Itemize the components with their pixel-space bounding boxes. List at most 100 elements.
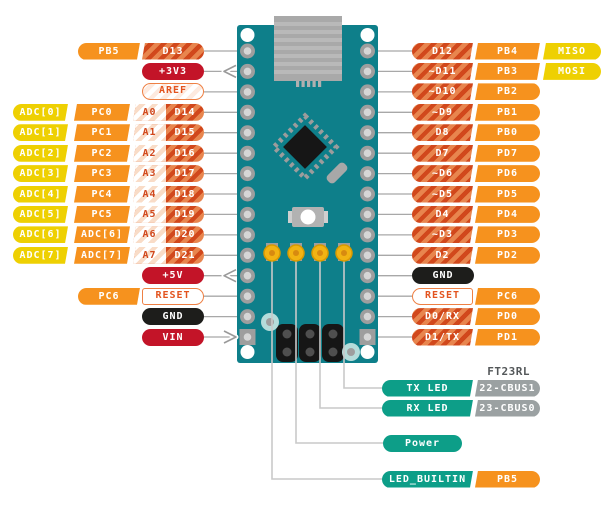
chip-pc6: PC6: [475, 287, 540, 305]
chip-pb1: PB1: [475, 103, 540, 121]
mcu-pins: [270, 112, 340, 182]
direction-arrows: [221, 63, 239, 346]
chip-pb4: PB4: [475, 43, 540, 60]
pin-right-2-hole: [363, 67, 372, 76]
via: [342, 343, 360, 361]
chip-~d10: ~D10: [412, 83, 473, 100]
mcu-chip: [270, 112, 340, 182]
mounting-holes: [240, 28, 375, 359]
chip-led-builtin: LED_BUILTIN: [382, 471, 473, 488]
chip-pc6: PC6: [78, 288, 140, 305]
chip-adc-1: ADC[1]: [13, 124, 68, 141]
chip-pb5: PB5: [78, 43, 140, 60]
pin-right-14-hole: [363, 312, 372, 321]
pin-pads: [239, 43, 376, 345]
pin-right-7-hole: [363, 169, 372, 178]
digital-pin-label: D20: [174, 229, 196, 241]
chip-aref: AREF: [142, 83, 204, 101]
chip-22-cbus1: 22-CBUS1: [475, 379, 540, 397]
pin-right-10-hole: [363, 231, 372, 239]
pin-left-13-hole: [243, 292, 252, 301]
pin-right-3-hole: [363, 88, 372, 96]
analog-pin-label: A3: [133, 165, 166, 183]
analog-pin-label: A6: [133, 226, 166, 244]
chip-pb5: PB5: [475, 470, 540, 488]
chip-adc-7: ADC[7]: [13, 247, 68, 264]
chip-vin: VIN: [142, 328, 204, 346]
chip-adc-7: ADC[7]: [74, 247, 130, 264]
analog-pin-label: A5: [133, 205, 166, 223]
usb-ridges: [274, 22, 342, 74]
smd-component: [326, 162, 348, 184]
pin-left-12-hole: [243, 271, 252, 280]
usb-pins: [296, 81, 322, 87]
chip-a3-d17: A3 D17: [133, 165, 204, 183]
leds: [263, 243, 353, 262]
chip-d2: D2: [412, 247, 473, 264]
pin-left-14-hole: [243, 312, 252, 321]
chip-23-cbus0: 23-CBUS0: [475, 399, 540, 417]
digital-pin-label: D16: [174, 147, 196, 159]
chip-+5v: +5V: [142, 267, 204, 285]
chip-d1-tx: D1/TX: [412, 329, 473, 346]
chip-adc-3: ADC[3]: [13, 165, 68, 182]
chip-gnd: GND: [412, 267, 474, 285]
pin-right-4-hole: [363, 108, 372, 117]
pin-left-15-hole: [243, 333, 252, 341]
digital-pin-label: D21: [174, 249, 196, 261]
power-trace: [295, 253, 384, 444]
pin-left-6-hole: [243, 149, 252, 157]
rx-led-trace: [319, 253, 382, 409]
pin-left-7-hole: [243, 169, 252, 178]
mcu-body: [283, 125, 327, 169]
chip-d7: D7: [412, 145, 473, 162]
chip-+3v3: +3V3: [142, 62, 204, 80]
chip-adc-5: ADC[5]: [13, 206, 68, 223]
pin-left-1-hole: [243, 47, 252, 55]
led-builtin-trace: [271, 253, 382, 480]
chip-power: Power: [383, 434, 462, 452]
power-direction-arrow-out: [223, 268, 237, 283]
pin-right-5-hole: [363, 128, 372, 137]
chip-a5-d19: A5 D19: [133, 205, 204, 223]
pin-left-11-hole: [243, 251, 252, 260]
chip-pb3: PB3: [475, 63, 540, 80]
analog-pin-label: A7: [133, 246, 166, 264]
power-direction-arrow-in: [223, 330, 237, 344]
chip-~d9: ~D9: [412, 104, 473, 121]
chip-mosi: MOSI: [543, 62, 601, 80]
pin-right-11-hole: [363, 251, 372, 260]
chip-pc0: PC0: [74, 104, 130, 121]
analog-pin-label: A1: [133, 124, 166, 142]
chip-d0-rx: D0/RX: [412, 308, 473, 325]
pin-left-9-hole: [243, 210, 252, 219]
chip-pb2: PB2: [475, 83, 540, 101]
pin-right-6-hole: [363, 149, 372, 157]
chip-adc-0: ADC[0]: [13, 104, 68, 121]
chip-pd3: PD3: [475, 226, 540, 244]
digital-pin-label: D19: [174, 208, 196, 220]
chip-reset: RESET: [142, 287, 204, 305]
chip-tx-led: TX LED: [382, 380, 473, 397]
pin-left-4-hole: [243, 108, 252, 117]
pin-right-1-hole: [363, 47, 372, 55]
chip-pc3: PC3: [74, 165, 130, 182]
icsp-header: [276, 324, 344, 362]
led-2: [287, 243, 305, 262]
pin-left-3-hole: [243, 88, 252, 96]
chip-pd5: PD5: [475, 185, 540, 203]
led-4: [335, 243, 353, 262]
digital-pin-label: D17: [174, 168, 196, 180]
chip-~d5: ~D5: [412, 186, 473, 203]
chip-a7-d21: A7 D21: [133, 246, 204, 264]
chip-d13: D13: [142, 42, 204, 60]
via: [261, 313, 279, 331]
chip-gnd: GND: [142, 308, 204, 326]
pin-left-5-hole: [243, 128, 252, 137]
chip-adc-4: ADC[4]: [13, 186, 68, 203]
